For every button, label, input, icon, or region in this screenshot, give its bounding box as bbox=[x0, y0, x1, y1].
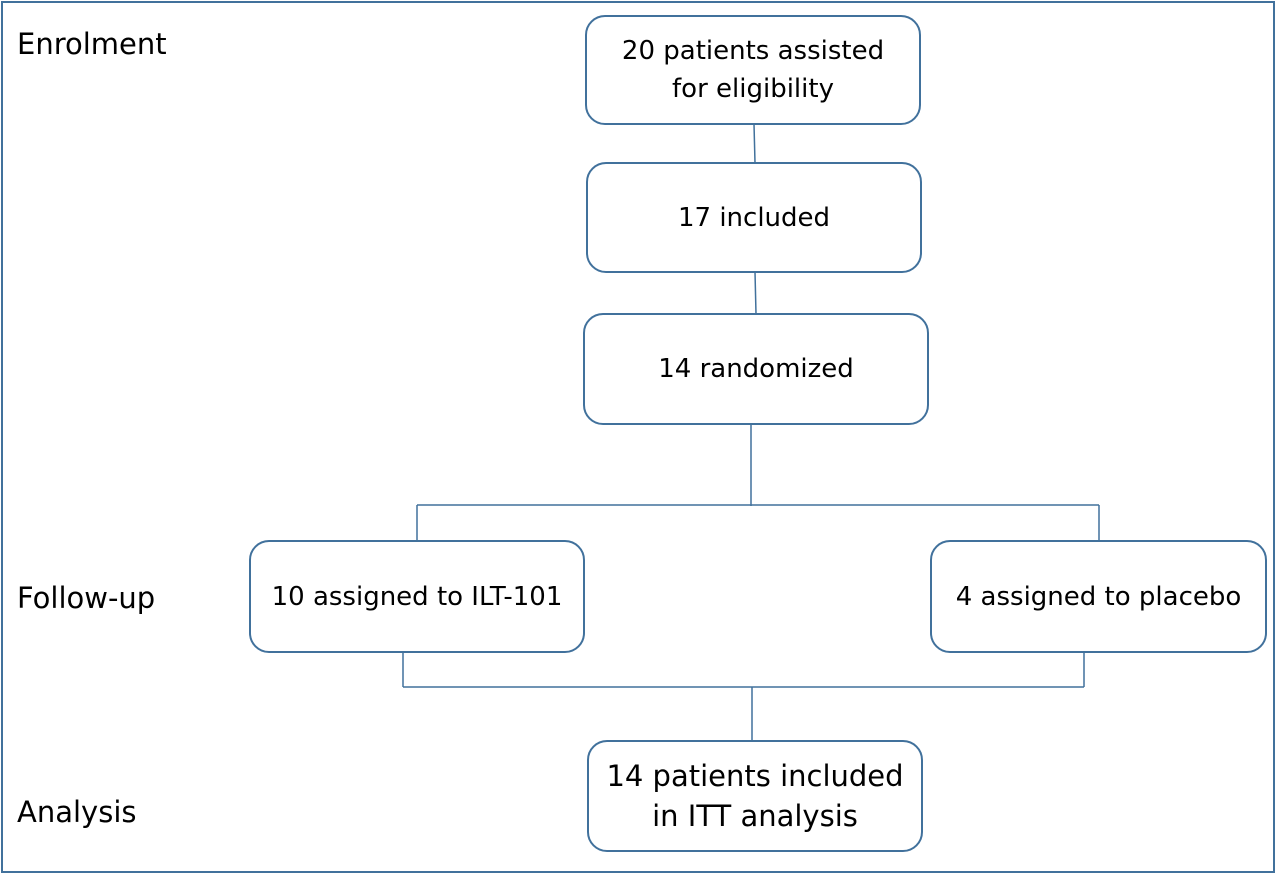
box-assessed-line1: 20 patients assisted bbox=[621, 36, 885, 66]
box-itt-line2: in ITT analysis bbox=[652, 799, 858, 833]
box-itt-line1: 14 patients included bbox=[606, 759, 904, 793]
box-randomized-label: 14 randomized bbox=[658, 354, 854, 384]
box-assigned-ilt101: 10 assigned to ILT-101 bbox=[249, 540, 585, 653]
stage-label-analysis: Analysis bbox=[17, 795, 137, 829]
stage-label-follow-up: Follow-up bbox=[17, 581, 156, 615]
box-placebo-label: 4 assigned to placebo bbox=[955, 581, 1242, 612]
connector-assessed-to-included bbox=[753, 123, 756, 164]
stage-label-enrolment: Enrolment bbox=[17, 27, 167, 61]
box-included: 17 included bbox=[586, 162, 922, 273]
box-randomized: 14 randomized bbox=[583, 313, 929, 425]
box-assessed-line2: for eligibility bbox=[672, 74, 834, 104]
box-ilt101-label: 10 assigned to ILT-101 bbox=[271, 581, 563, 612]
box-assessed-for-eligibility: 20 patients assisted for eligibility bbox=[585, 15, 921, 125]
connector-included-to-randomized bbox=[754, 271, 757, 315]
box-included-label: 17 included bbox=[677, 202, 831, 233]
box-assigned-placebo: 4 assigned to placebo bbox=[930, 540, 1267, 653]
box-itt-analysis: 14 patients included in ITT analysis bbox=[587, 740, 923, 852]
